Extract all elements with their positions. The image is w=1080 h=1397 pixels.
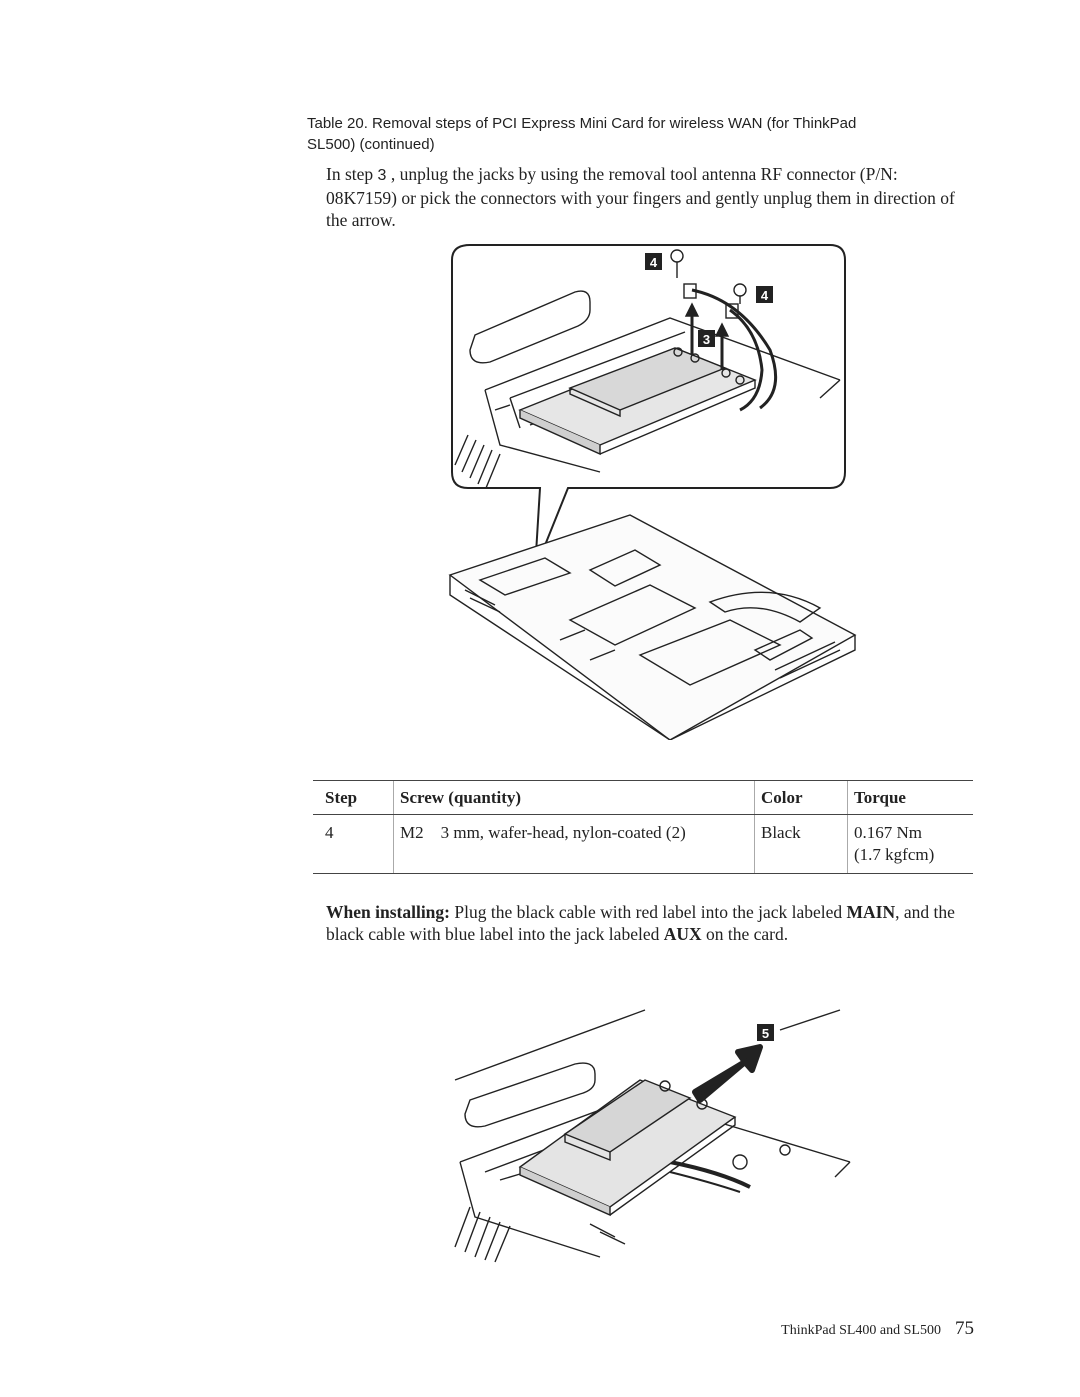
header-step: Step — [313, 780, 394, 815]
main-label: MAIN — [846, 902, 896, 922]
cell-screw: M2 3 mm, wafer-head, nylon-coated (2) — [393, 814, 755, 874]
caption-line-1: Table 20. Removal steps of PCI Express M… — [307, 115, 857, 132]
callout-3: 3 — [703, 332, 710, 347]
cell-torque: 0.167 Nm (1.7 kgfcm) — [847, 814, 973, 874]
header-color: Color — [754, 780, 848, 815]
cell-step: 4 — [313, 814, 394, 874]
intro-after-step: , unplug the jacks by using the removal … — [326, 164, 955, 230]
screw-table: Step Screw (quantity) Color Torque 4 M2 … — [313, 780, 973, 874]
caption-line-2: SL500) (continued) — [307, 136, 435, 153]
intro-paragraph: In step 3 , unplug the jacks by using th… — [326, 163, 966, 231]
intro-step-number: 3 — [377, 167, 387, 184]
cell-color: Black — [754, 814, 848, 874]
torque-kgfcm: (1.7 kgfcm) — [854, 845, 935, 864]
footer-title: ThinkPad SL400 and SL500 — [781, 1323, 941, 1338]
table-row: 4 M2 3 mm, wafer-head, nylon-coated (2) … — [313, 814, 973, 874]
screw-table-header: Step Screw (quantity) Color Torque — [313, 780, 973, 815]
card-removal-illustration: 5 — [454, 1009, 851, 1263]
removal-illustration: 4 4 3 — [448, 244, 857, 740]
install-text-3: on the card. — [701, 924, 789, 944]
page-number: 75 — [955, 1318, 974, 1339]
aux-label: AUX — [663, 924, 702, 944]
callout-4-right: 4 — [761, 288, 769, 303]
header-screw: Screw (quantity) — [393, 780, 755, 815]
callout-4-upper: 4 — [650, 255, 658, 270]
install-text-1: Plug the black cable with red label into… — [450, 902, 847, 922]
table-caption: Table 20. Removal steps of PCI Express M… — [307, 113, 927, 155]
header-torque: Torque — [847, 780, 973, 815]
callout-5: 5 — [762, 1026, 769, 1041]
install-lead: When installing: — [326, 902, 450, 922]
torque-nm: 0.167 Nm — [854, 823, 922, 842]
intro-before-step: In step — [326, 164, 378, 184]
page-footer: ThinkPad SL400 and SL500 75 — [781, 1318, 974, 1340]
install-note: When installing: Plug the black cable wi… — [326, 901, 956, 945]
install-text-2: , and the black cable with blue label in… — [326, 902, 955, 944]
